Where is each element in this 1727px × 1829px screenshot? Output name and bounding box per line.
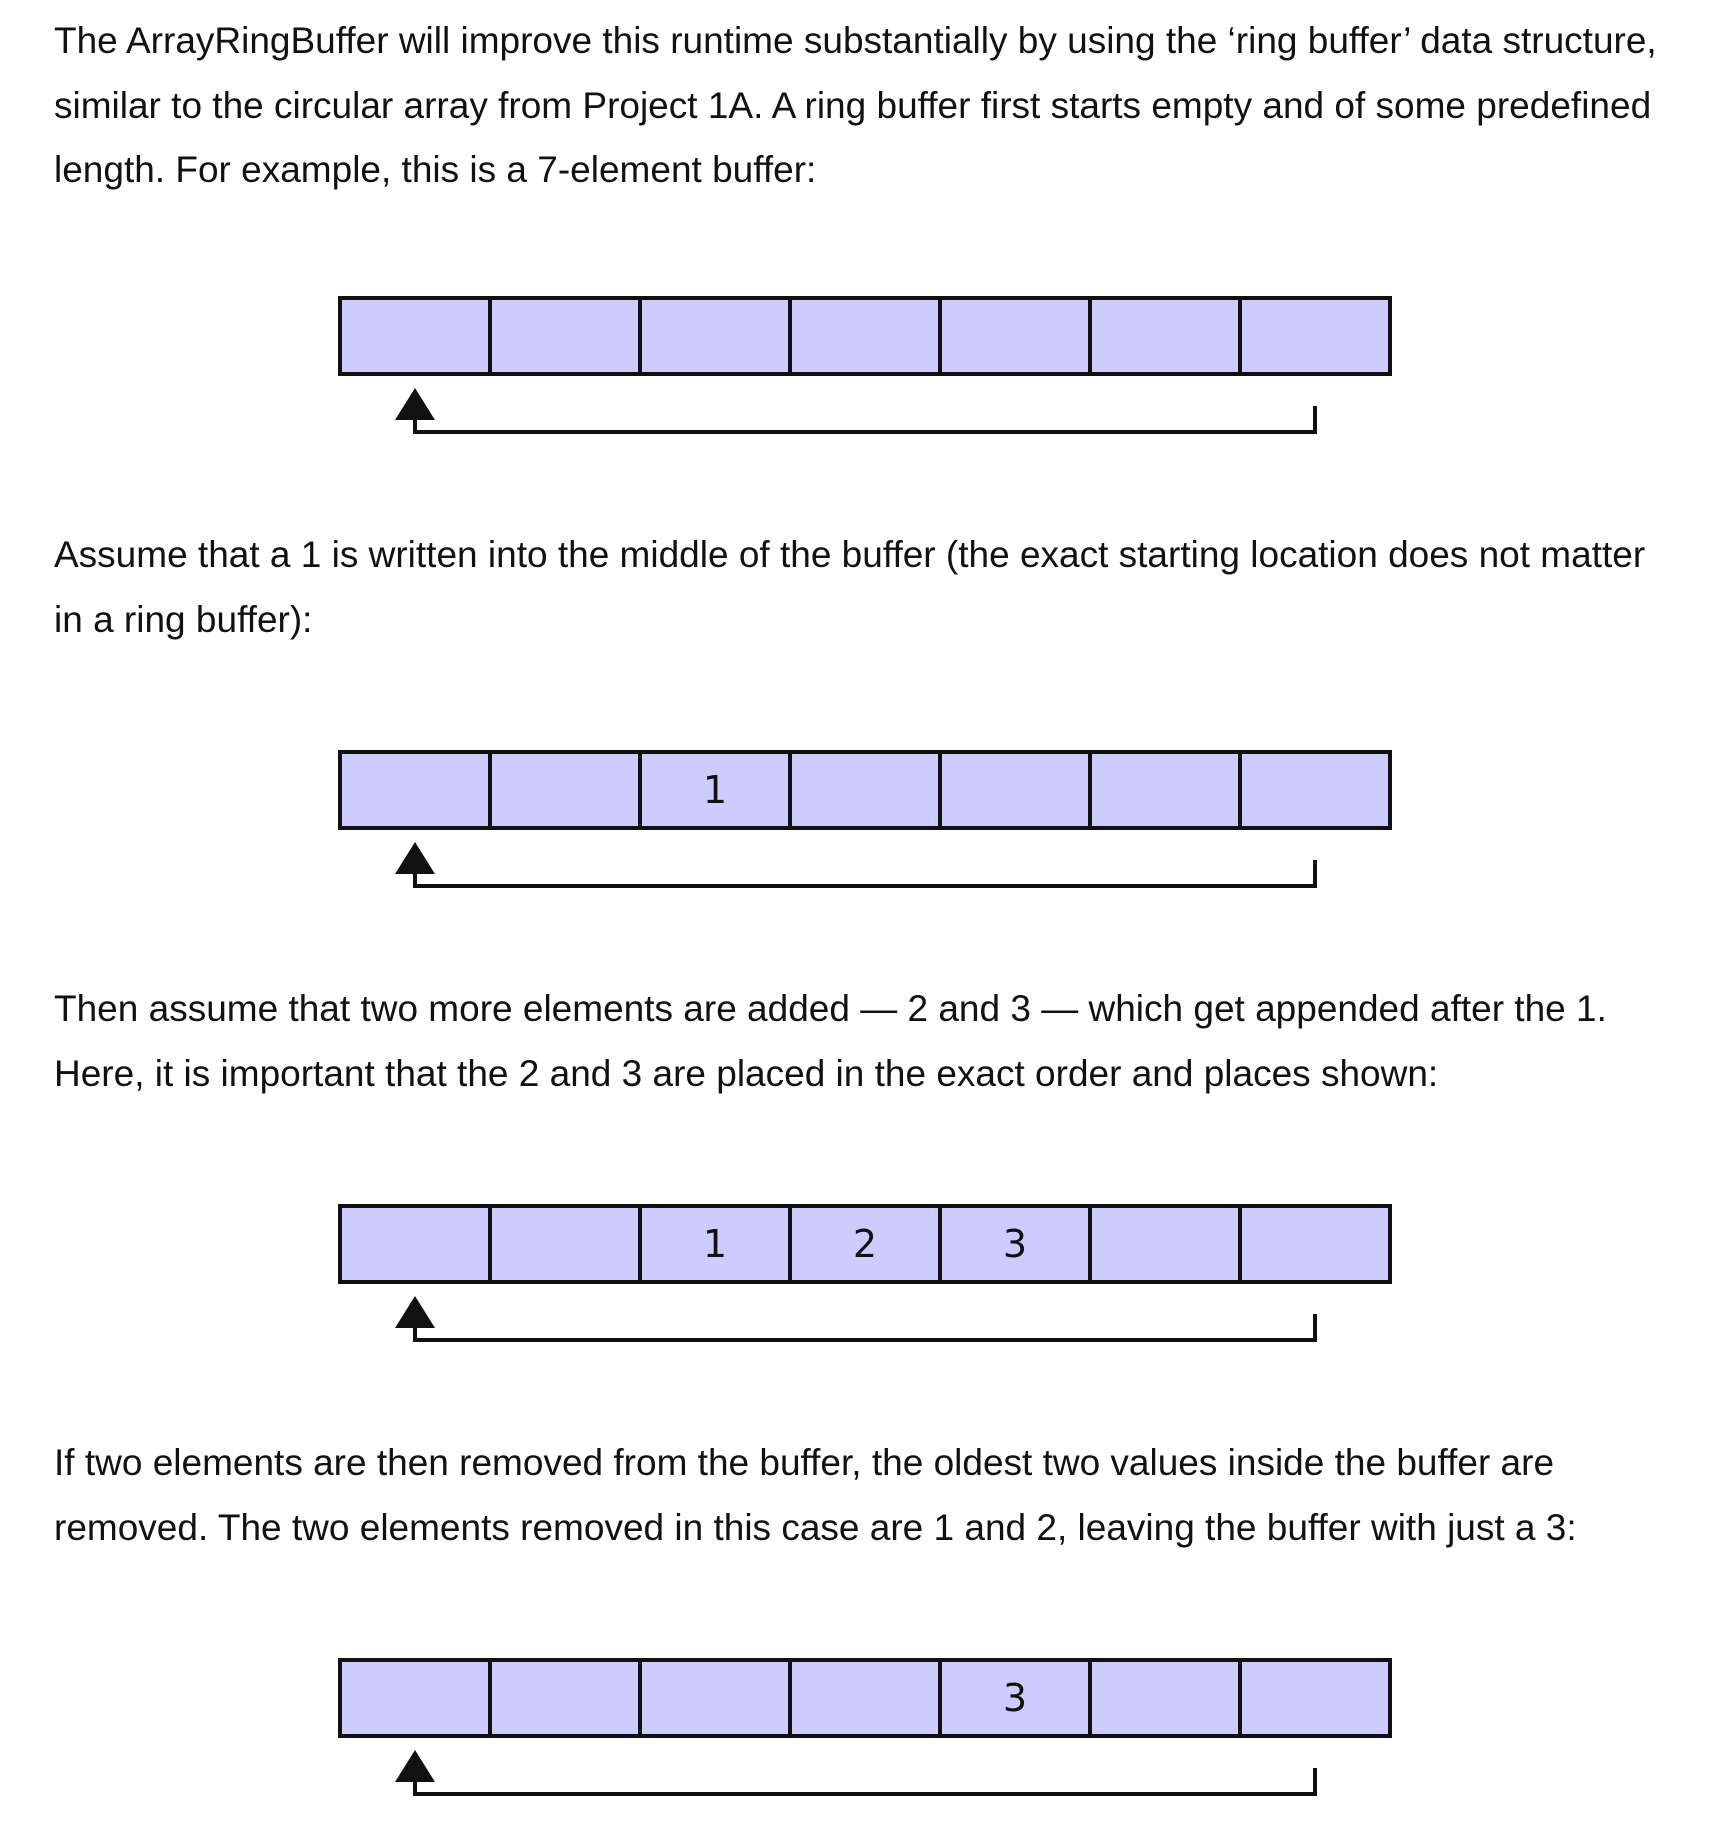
buffer-cell: 3: [938, 1204, 1092, 1284]
buffer-cell-value: 1: [703, 1222, 727, 1266]
text-line: If two elements are then removed from th…: [54, 1442, 1555, 1483]
buffer-cell: [1238, 1658, 1392, 1738]
ring-buffer-svg: 1 2 3: [338, 1204, 1392, 1342]
buffer-cell: [1088, 1204, 1242, 1284]
buffer-cell-box: [488, 1658, 642, 1738]
buffer-cell: [488, 1658, 642, 1738]
pointer-arrowhead-icon: [395, 1296, 435, 1328]
text-line: The ArrayRingBuffer will improve this ru…: [54, 20, 1657, 61]
buffer-cell-box: [338, 1204, 492, 1284]
buffer-cell: [788, 296, 942, 376]
ring-buffer-diagram-empty: [338, 296, 1392, 446]
ring-buffer-svg: 1: [338, 750, 1392, 888]
buffer-cell-box: [488, 750, 642, 830]
buffer-cell-box: [1088, 1204, 1242, 1284]
buffer-cell-box: [338, 296, 492, 376]
buffer-cell: [1088, 296, 1242, 376]
buffer-cell: 1: [638, 750, 792, 830]
buffer-cell-value: 2: [853, 1222, 877, 1266]
buffer-cell: 3: [938, 1658, 1092, 1738]
ring-buffer-diagram-one: 1: [338, 750, 1392, 900]
paragraph-write-one: Assume that a 1 is written into the midd…: [54, 523, 1694, 652]
buffer-cell-box: [938, 1204, 1092, 1284]
buffer-cell-box: [938, 1658, 1092, 1738]
buffer-cell-box: [788, 750, 942, 830]
buffer-cell: [338, 1204, 492, 1284]
wraparound-pointer-line: [413, 860, 1317, 888]
buffer-cell: [938, 296, 1092, 376]
buffer-cell-box: [1088, 296, 1242, 376]
buffer-cell-box: [338, 1658, 492, 1738]
text-line: Assume that a 1 is written into the midd…: [54, 534, 1646, 575]
ring-buffer-svg: 3: [338, 1658, 1392, 1796]
text-line: in a ring buffer):: [54, 598, 313, 640]
buffer-cell: [1088, 1658, 1242, 1738]
text-line: Then assume that two more elements are a…: [54, 988, 1607, 1029]
pointer-arrowhead-icon: [395, 842, 435, 874]
buffer-cell-box: [1238, 750, 1392, 830]
buffer-cell: [338, 1658, 492, 1738]
buffer-cell-box: [1088, 750, 1242, 830]
wraparound-pointer-line: [413, 406, 1317, 434]
paragraph-append: Then assume that two more elements are a…: [54, 977, 1694, 1106]
buffer-cell-value: 1: [703, 768, 727, 812]
buffer-cell: [788, 750, 942, 830]
buffer-cell: [1238, 296, 1392, 376]
buffer-cell: [638, 1658, 792, 1738]
buffer-cell-box: [638, 296, 792, 376]
ring-buffer-svg: [338, 296, 1392, 434]
buffer-cell: 2: [788, 1204, 942, 1284]
buffer-cell: [1238, 750, 1392, 830]
pointer-arrowhead-icon: [395, 1750, 435, 1782]
wraparound-pointer-line: [413, 1768, 1317, 1796]
paragraph-remove: If two elements are then removed from th…: [54, 1431, 1694, 1560]
buffer-cell-box: [338, 750, 492, 830]
pointer-arrowhead-icon: [395, 388, 435, 420]
buffer-cell-box: [488, 296, 642, 376]
ring-buffer-diagram-three: 1 2 3: [338, 1204, 1392, 1354]
ring-buffer-diagram-removed: 3: [338, 1658, 1392, 1808]
buffer-cell-box: [488, 1204, 642, 1284]
buffer-cell: [1238, 1204, 1392, 1284]
buffer-cell: [338, 750, 492, 830]
text-line: length. For example, this is a 7-element…: [54, 149, 817, 190]
buffer-cell: [338, 296, 492, 376]
text-line: removed. The two elements removed in thi…: [54, 1506, 1577, 1548]
buffer-cell: [788, 1658, 942, 1738]
buffer-cell-value: 3: [1003, 1222, 1027, 1266]
buffer-cell-box: [938, 750, 1092, 830]
buffer-cell-box: [1238, 296, 1392, 376]
paragraph-intro: The ArrayRingBuffer will improve this ru…: [54, 9, 1694, 203]
buffer-cell-box: [938, 296, 1092, 376]
buffer-cell: [1088, 750, 1242, 830]
wraparound-pointer-line: [413, 1314, 1317, 1342]
buffer-cell: [638, 296, 792, 376]
buffer-cell-value: 3: [1003, 1676, 1027, 1720]
buffer-cell-box: [1238, 1658, 1392, 1738]
buffer-cell-box: [1238, 1204, 1392, 1284]
buffer-cell: [488, 750, 642, 830]
buffer-cell-box: [638, 1658, 792, 1738]
buffer-cell-box: [788, 1204, 942, 1284]
buffer-cell: 1: [638, 1204, 792, 1284]
buffer-cell-box: [788, 1658, 942, 1738]
buffer-cell: [488, 1204, 642, 1284]
buffer-cell-box: [788, 296, 942, 376]
buffer-cell-box: [1088, 1658, 1242, 1738]
text-line: Here, it is important that the 2 and 3 a…: [54, 1052, 1439, 1094]
buffer-cell: [938, 750, 1092, 830]
text-line: similar to the circular array from Proje…: [54, 84, 1652, 126]
buffer-cell: [488, 296, 642, 376]
